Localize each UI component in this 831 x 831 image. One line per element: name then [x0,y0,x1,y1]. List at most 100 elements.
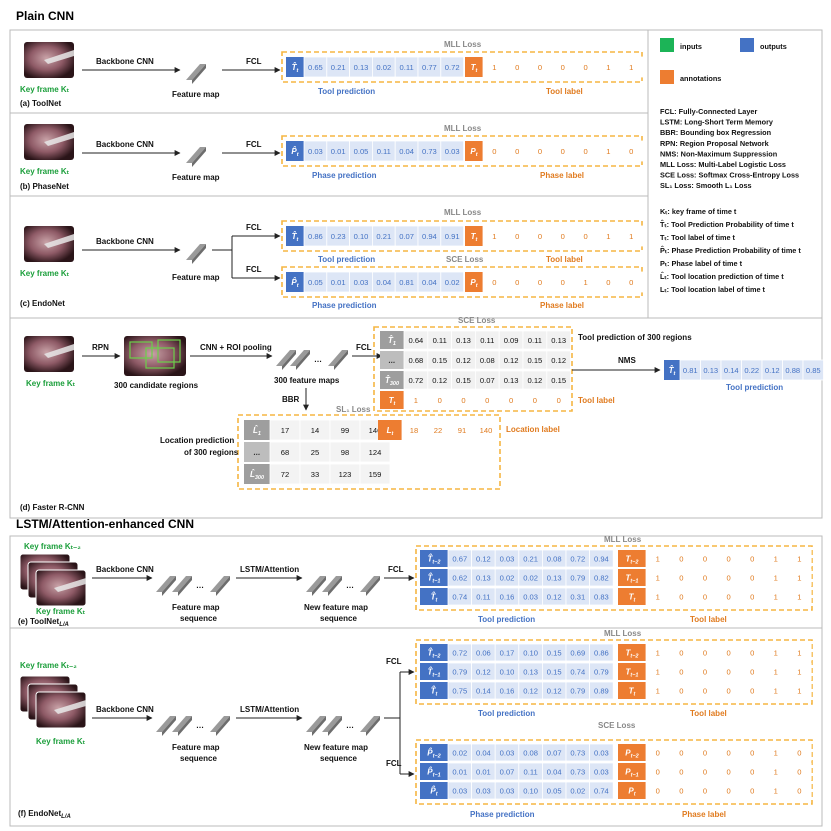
label-value: 0 [703,668,707,677]
new-fm-sequence-label-2: sequence [320,614,357,623]
label-header-text: Pt−1 [625,768,638,779]
label-value: 0 [656,768,660,777]
label-header [618,550,646,567]
tool-prediction-label: Tool prediction [726,383,783,392]
feature-map-sequence: … [156,576,230,596]
label-value: 1 [774,593,778,602]
sce-loss-label: SCE Loss [598,721,636,730]
label-cell [619,271,643,293]
region-prediction-value: 0.68 [409,356,424,365]
lstm-attention-label: LSTM/Attention [240,705,299,714]
prediction-header-text: P̂t [291,278,299,289]
panel-caption-a: (a) ToolNet [20,99,62,108]
label-value: 0 [726,787,730,796]
prediction-header [420,682,448,699]
label-value: 0 [538,147,542,156]
prediction-value: 0.05 [354,147,369,156]
label-value: 0 [515,278,519,287]
prediction-value: 0.07 [547,749,562,758]
label-value: 0 [726,593,730,602]
label-cell [787,662,812,681]
nms-prediction-value: 0.13 [703,366,718,375]
label-value: 0 [561,278,565,287]
candidate-regions-label: 300 candidate regions [114,381,199,390]
legend-outputs-label: outputs [760,42,787,51]
backbone-cnn-label: Backbone CNN [96,237,154,246]
region-prediction-value: 0.15 [551,376,566,385]
label-header [618,682,646,699]
location-label-value: 18 [410,426,418,435]
panel-caption-e: (e) ToolNetL/A [18,617,69,628]
prediction-value: 0.02 [523,574,538,583]
prediction-header [286,57,304,77]
tool-label-label: Tool label [690,615,727,624]
label-value: 1 [797,687,801,696]
prediction-header-text: P̂t [430,786,438,797]
fcl-label: FCL [246,57,262,66]
nms-prediction-cell [802,359,824,381]
label-value: 1 [606,232,610,241]
label-value: 0 [726,555,730,564]
label-value: 1 [492,232,496,241]
region-prediction-value: 0.13 [504,376,519,385]
region-prediction-value: 0.11 [528,336,542,345]
label-value: 0 [750,649,754,658]
mll-loss-box [281,51,643,83]
label-value: 0 [561,232,565,241]
tool-label-value: 1 [414,396,418,405]
label-header-text: Pt [470,147,478,158]
legend-definition: RPN: Region Proposal Network [660,139,770,148]
region-prediction-value: 0.64 [409,336,424,345]
fcl-label: FCL [356,343,372,352]
row-ellipsis: ... [389,356,396,365]
prediction-value: 0.11 [399,63,413,72]
prediction-value: 0.04 [547,768,562,777]
fcl-label: FCL [388,565,404,574]
prediction-value: 0.79 [570,687,585,696]
prediction-value: 0.04 [399,147,414,156]
legend-annotations-swatch [660,70,674,84]
region-prediction-value: 0.12 [432,376,447,385]
prediction-value: 0.91 [445,232,460,241]
prediction-value: 0.15 [547,649,562,658]
new-fm-sequence-label-2: sequence [320,754,357,763]
prediction-value: 0.12 [547,593,562,602]
label-header [618,569,646,586]
label-value: 1 [656,649,660,658]
legend-definition: SL₁ Loss: Smooth L₁ Loss [660,181,752,190]
prediction-value: 0.94 [594,555,609,564]
location-header [244,420,270,440]
prediction-value: 0.74 [594,787,609,796]
legend-definition: MLL Loss: Multi-Label Logistic Loss [660,160,786,169]
label-value: 0 [679,555,683,564]
location-prediction-value: 99 [341,426,349,435]
prediction-header [420,663,448,680]
label-value: 0 [492,147,496,156]
tool-prediction-label: Tool prediction [478,615,535,624]
prediction-value: 0.17 [500,649,515,658]
region-prediction-value: 0.12 [456,356,471,365]
label-value: 0 [726,668,730,677]
prediction-value: 0.12 [476,555,491,564]
mll-loss-label: MLL Loss [444,124,482,133]
prediction-value: 0.14 [476,687,491,696]
tool-label-label: Tool label [690,709,727,718]
mll-loss-label: MLL Loss [604,629,642,638]
label-value: 0 [750,687,754,696]
prediction-value: 0.12 [523,687,538,696]
label-value: 1 [606,63,610,72]
prediction-value: 0.94 [422,232,437,241]
prediction-header-text: T̂t [669,366,677,377]
label-cell [787,549,812,568]
location-prediction-value: 98 [341,448,349,457]
prediction-value: 0.10 [523,787,538,796]
prediction-value: 0.72 [452,649,467,658]
prediction-header [664,360,680,380]
location-prediction-cell [359,463,391,485]
prediction-value: 0.10 [500,668,515,677]
prediction-value: 0.05 [547,787,562,796]
location-prediction-value: 68 [281,448,289,457]
tool-label-value: 0 [461,396,465,405]
location-label-header [378,420,402,440]
prediction-value: 0.11 [377,147,391,156]
